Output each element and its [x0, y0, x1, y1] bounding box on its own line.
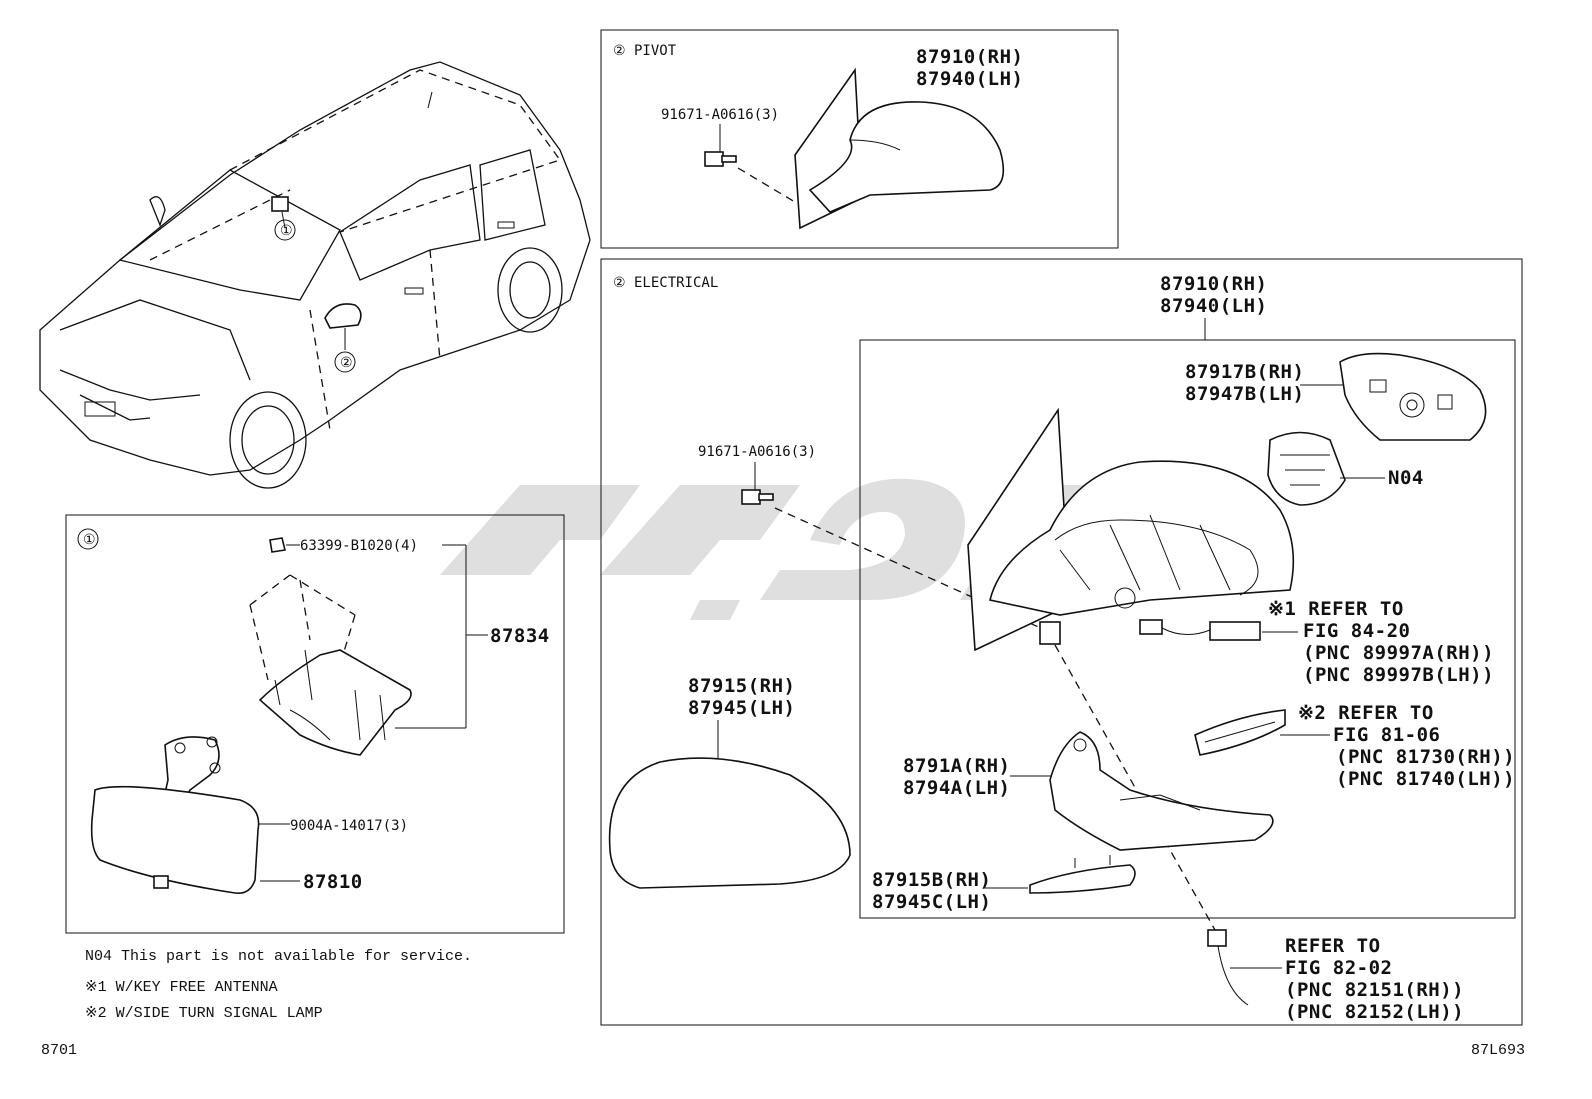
pivot-mirror-lh: 87940(LH)	[916, 68, 1023, 90]
clip-label: 63399-B1020(4)	[300, 538, 418, 554]
housing-rh: 87917B(RH)	[1185, 361, 1304, 383]
pivot-label: ② PIVOT	[613, 43, 677, 59]
electrical-mirror-lh: 87940(LH)	[1160, 295, 1267, 317]
pivot-screw-label: 91671-A0616(3)	[661, 107, 779, 123]
assembly-box	[859, 339, 1516, 919]
lower-garnish	[1029, 855, 1136, 894]
ref1-line3: (PNC 89997A(RH))	[1303, 642, 1494, 664]
ref1-line4: (PNC 89997B(LH))	[1303, 664, 1494, 686]
inner-screw-label: 9004A-14017(3)	[290, 818, 408, 834]
mirror-cover-bracket	[258, 649, 412, 756]
note-turn-signal: ※2 W/SIDE TURN SIGNAL LAMP	[85, 1005, 323, 1022]
note-key-free: ※1 W/KEY FREE ANTENNA	[85, 979, 278, 996]
pivot-mirror	[794, 67, 1005, 230]
note-n04: N04 This part is not available for servi…	[85, 948, 472, 965]
pivot-section: ② PIVOT 87910(RH) 87940(LH) 91671-A0616(…	[600, 29, 1119, 249]
pivot-mirror-rh: 87910(RH)	[916, 46, 1023, 68]
electrical-screw	[741, 489, 774, 505]
inner-mirror-part-label: 87810	[303, 871, 363, 893]
cover-rh: 87915(RH)	[688, 675, 795, 697]
vehicle-illustration: ① ②	[39, 61, 591, 489]
ref2-line3: (PNC 81730(RH))	[1336, 746, 1515, 768]
electrical-mirror-rh: 87910(RH)	[1160, 273, 1267, 295]
bracket-lh: 8794A(LH)	[903, 777, 1010, 799]
electrical-screw-label: 91671-A0616(3)	[698, 444, 816, 460]
turn-signal-lamp-part	[1194, 709, 1286, 756]
mirror-cover	[608, 757, 851, 889]
motor-label: N04	[1388, 467, 1424, 489]
harness-connector	[1207, 929, 1249, 1006]
pivot-screw	[704, 151, 737, 167]
ref3-line1: REFER TO	[1285, 935, 1381, 957]
mirror-motor	[1267, 431, 1346, 506]
ref2-line1: ※2 REFER TO	[1298, 702, 1434, 724]
mirror-housing	[1339, 352, 1487, 441]
callout-2: ②	[340, 355, 353, 371]
garnish-lh: 87945C(LH)	[872, 891, 991, 913]
inner-mirror-section: ① 63399-B1020(4) 87834	[65, 514, 565, 934]
footer-left-code: 8701	[41, 1042, 77, 1059]
garnish-rh: 87915B(RH)	[872, 869, 991, 891]
cover-label: 87834	[490, 625, 550, 647]
clip-part	[269, 537, 286, 553]
pivot-box	[600, 29, 1119, 249]
callout-2-circle	[334, 351, 356, 373]
electrical-section: ② ELECTRICAL 87910(RH) 87940(LH) 87917B(…	[600, 258, 1523, 1026]
electrical-box	[600, 258, 1523, 1026]
mirror-assembly	[967, 407, 1295, 652]
callout-1-circle	[274, 219, 296, 241]
inner-mirror-label: ①	[83, 532, 96, 548]
bracket-rh: 8791A(RH)	[903, 755, 1010, 777]
mirror-bracket	[1049, 731, 1274, 851]
key-antenna-part	[1139, 619, 1261, 641]
ref1-line1: ※1 REFER TO	[1268, 598, 1404, 620]
footer-right-code: 87L693	[1471, 1042, 1525, 1059]
ref2-line2: FIG 81-06	[1333, 724, 1440, 746]
ref3-line3: (PNC 82151(RH))	[1285, 979, 1464, 1001]
ref3-line4: (PNC 82152(LH))	[1285, 1001, 1464, 1023]
inner-mirror-box	[65, 514, 565, 934]
rear-view-mirror	[90, 785, 260, 895]
ref3-line2: FIG 82-02	[1285, 957, 1392, 979]
callout-1: ①	[280, 223, 293, 239]
housing-lh: 87947B(LH)	[1185, 383, 1304, 405]
ref2-line4: (PNC 81740(LH))	[1336, 768, 1515, 790]
electrical-label: ② ELECTRICAL	[613, 275, 718, 291]
ref1-line2: FIG 84-20	[1303, 620, 1410, 642]
cover-lh: 87945(LH)	[688, 697, 795, 719]
